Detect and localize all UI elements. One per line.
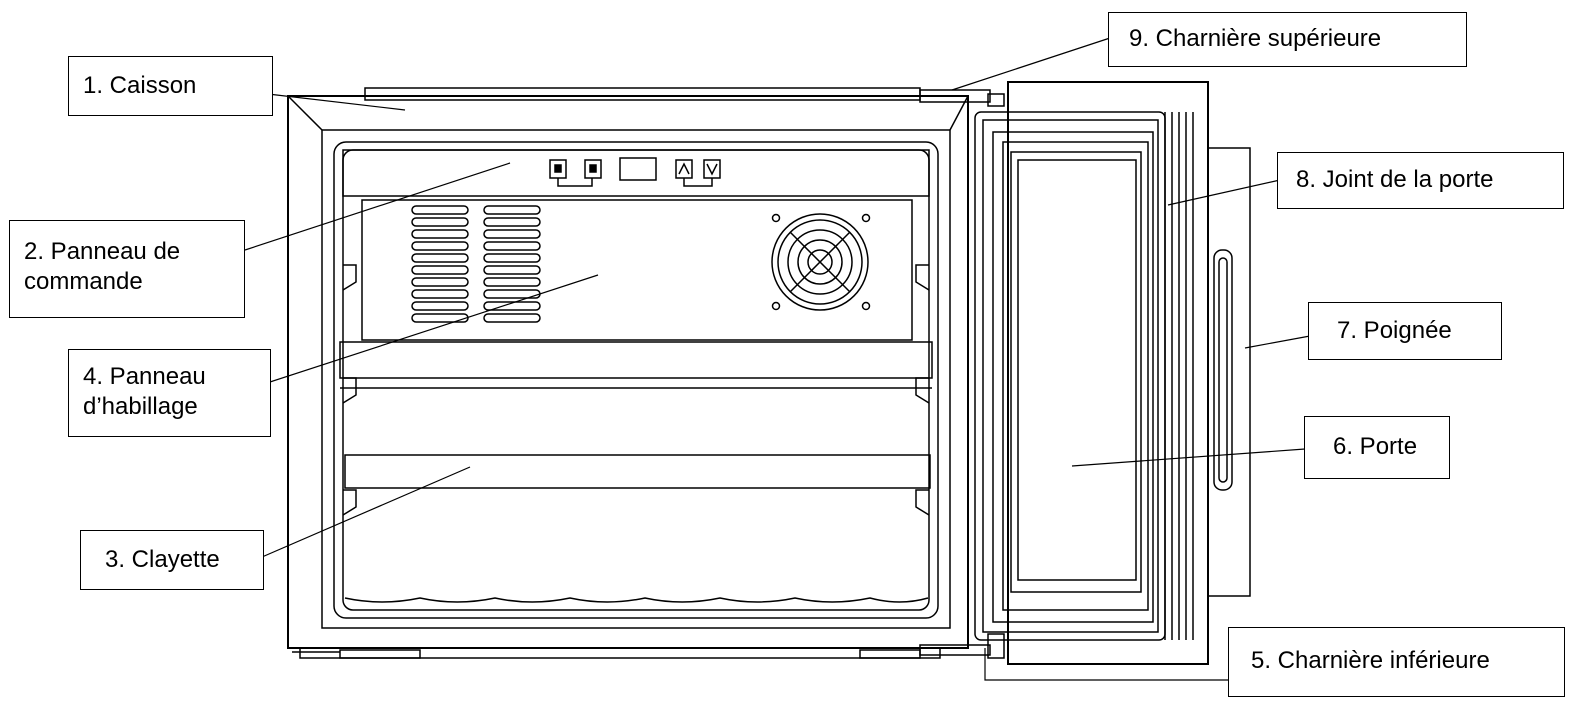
label-panneau-commande: 2. Panneau de commande	[9, 220, 245, 318]
shelves	[339, 341, 933, 489]
hinges	[919, 89, 1005, 659]
label-porte: 6. Porte	[1304, 416, 1450, 479]
label-poignee: 7. Poignée	[1308, 302, 1502, 360]
door-gasket	[1164, 112, 1194, 640]
vent-slots	[411, 205, 541, 323]
door	[974, 81, 1251, 665]
interior-trim-panel	[361, 199, 913, 341]
label-clayette: 3. Clayette	[80, 530, 264, 590]
leader-lines	[244, 37, 1311, 681]
bottom-rack	[344, 597, 929, 603]
label-charniere-superieure: 9. Charnière supérieure	[1108, 12, 1467, 67]
cabinet-body	[287, 87, 969, 659]
label-panneau-habillage: 4. Panneau d’habillage	[68, 349, 271, 437]
door-handle	[1213, 249, 1233, 491]
label-charniere-inferieure: 5. Charnière inférieure	[1228, 627, 1565, 697]
label-caisson: 1. Caisson	[68, 56, 273, 116]
label-joint-porte: 8. Joint de la porte	[1277, 152, 1564, 209]
control-panel	[342, 149, 930, 197]
fan-icon	[771, 213, 871, 311]
